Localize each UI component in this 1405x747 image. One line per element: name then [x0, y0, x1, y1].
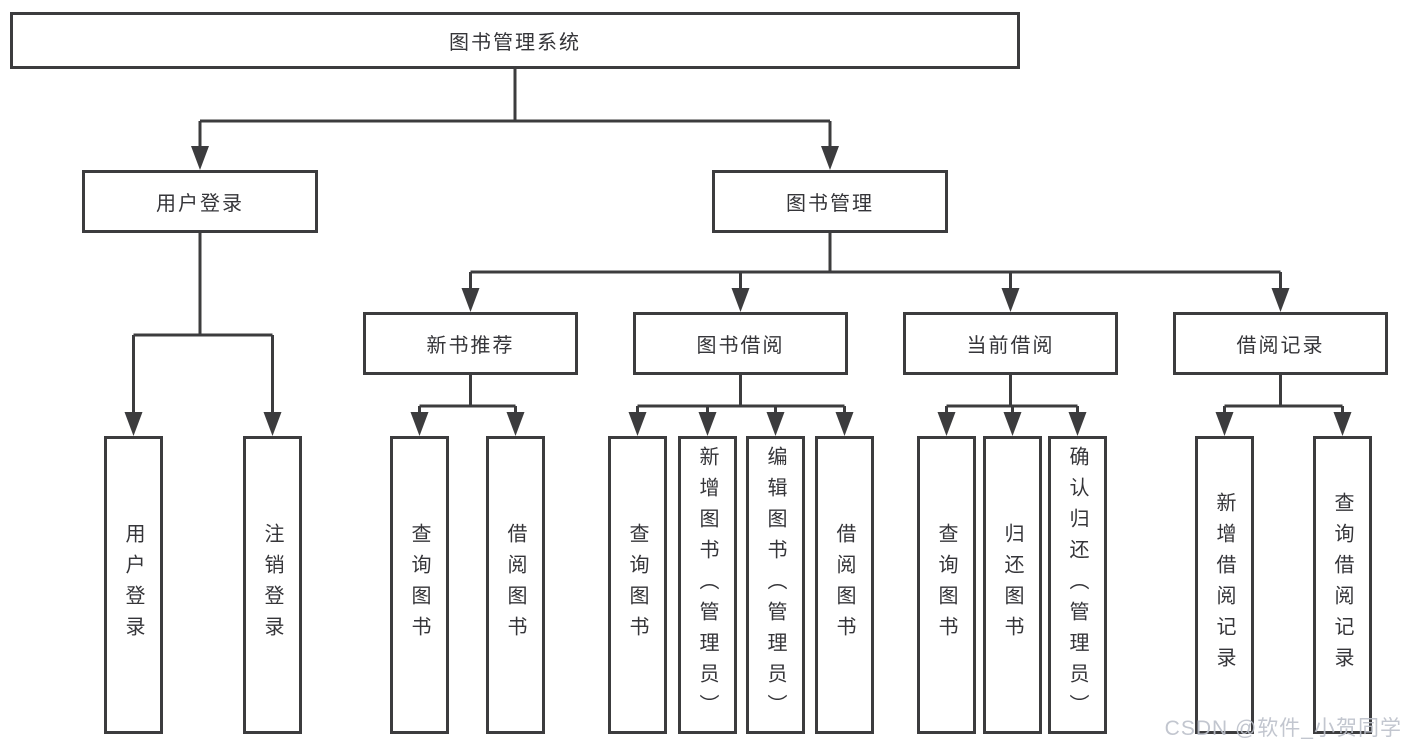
node-book-mgmt-label: 图书管理 [786, 193, 874, 215]
edge-user-login-children [124, 233, 282, 436]
leaf-query-record-label: 查询借阅记录 [1331, 492, 1353, 678]
leaf-query-book-2: 查询图书 [608, 436, 667, 734]
leaf-add-book: 新增图书（管理员） [678, 436, 737, 734]
leaf-add-record-label: 新增借阅记录 [1213, 492, 1235, 678]
edge-new-book-rec-children [410, 375, 525, 436]
arrowhead [731, 288, 750, 312]
leaf-add-record: 新增借阅记录 [1195, 436, 1254, 734]
arrowhead [1003, 412, 1022, 436]
arrowhead [263, 412, 282, 436]
arrowhead [937, 412, 956, 436]
arrowhead [1333, 412, 1352, 436]
edge-current-borrow-children [937, 375, 1087, 436]
leaf-query-book-1: 查询图书 [390, 436, 449, 734]
edge-book-borrow-children [628, 375, 854, 436]
leaf-query-book-3-label: 查询图书 [935, 523, 957, 647]
node-book-mgmt: 图书管理 [712, 170, 948, 233]
arrowhead [410, 412, 429, 436]
leaf-query-book-1-label: 查询图书 [408, 523, 430, 647]
leaf-confirm-return: 确认归还（管理员） [1048, 436, 1107, 734]
arrowhead [628, 412, 647, 436]
arrowhead [124, 412, 143, 436]
node-user-login-label: 用户登录 [156, 193, 244, 215]
edge-book-mgmt-children [461, 233, 1290, 312]
node-new-book-rec-label: 新书推荐 [426, 335, 515, 357]
arrowhead [1271, 288, 1290, 312]
leaf-logout: 注销登录 [243, 436, 302, 734]
leaf-return-book: 归还图书 [983, 436, 1042, 734]
arrowhead [1215, 412, 1234, 436]
leaf-borrow-book-2: 借阅图书 [815, 436, 874, 734]
edge-borrow-records-children [1215, 375, 1352, 436]
leaf-edit-book: 编辑图书（管理员） [746, 436, 805, 734]
arrowhead [191, 146, 209, 170]
node-book-borrow: 图书借阅 [633, 312, 848, 375]
leaf-user-login: 用户登录 [104, 436, 163, 734]
arrowhead [698, 412, 717, 436]
edge-root-to-level2 [191, 69, 839, 170]
node-root-label: 图书管理系统 [449, 32, 581, 54]
leaf-logout-label: 注销登录 [261, 523, 283, 647]
leaf-borrow-book-1-label: 借阅图书 [504, 523, 526, 647]
leaf-edit-book-label: 编辑图书（管理员） [764, 445, 786, 725]
arrowhead [461, 288, 480, 312]
node-user-login: 用户登录 [82, 170, 318, 233]
arrowhead [821, 146, 839, 170]
node-new-book-rec: 新书推荐 [363, 312, 578, 375]
node-current-borrow-label: 当前借阅 [966, 335, 1055, 357]
node-book-borrow-label: 图书借阅 [696, 335, 785, 357]
leaf-query-book-3: 查询图书 [917, 436, 976, 734]
leaf-return-book-label: 归还图书 [1001, 523, 1023, 647]
leaf-query-book-2-label: 查询图书 [626, 523, 648, 647]
leaf-user-login-label: 用户登录 [122, 523, 144, 647]
node-root: 图书管理系统 [10, 12, 1020, 69]
leaf-add-book-label: 新增图书（管理员） [696, 445, 718, 725]
node-borrow-records-label: 借阅记录 [1236, 335, 1325, 357]
arrowhead [835, 412, 854, 436]
arrowhead [766, 412, 785, 436]
arrowhead [506, 412, 525, 436]
leaf-borrow-book-2-label: 借阅图书 [833, 523, 855, 647]
leaf-query-record: 查询借阅记录 [1313, 436, 1372, 734]
arrowhead [1001, 288, 1020, 312]
leaf-confirm-return-label: 确认归还（管理员） [1066, 445, 1088, 725]
node-current-borrow: 当前借阅 [903, 312, 1118, 375]
arrowhead [1068, 412, 1087, 436]
node-borrow-records: 借阅记录 [1173, 312, 1388, 375]
leaf-borrow-book-1: 借阅图书 [486, 436, 545, 734]
